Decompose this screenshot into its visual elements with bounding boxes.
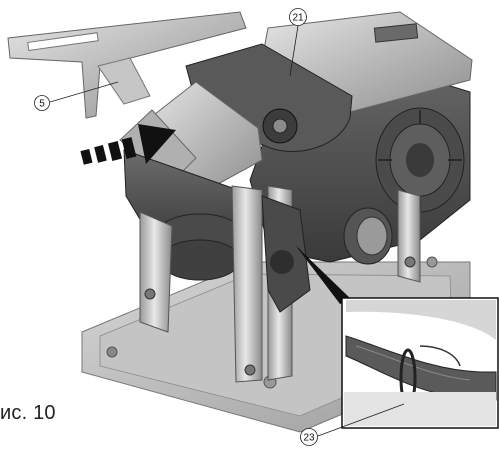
callout-5: 5 [34,81,119,111]
callout-23: 23 [300,403,405,446]
callout-label: 5 [39,99,45,110]
zoom-pointer-icon [296,246,352,304]
callout-label: 23 [303,433,315,444]
figure-caption: ис. 10 [0,402,56,424]
parallel-fence [7,11,247,119]
detail-inset [341,297,499,429]
screw-icon [426,256,438,268]
callout-21: 21 [289,8,307,77]
callout-label: 21 [292,13,304,24]
screw-icon [106,346,118,358]
feed-direction-arrow-icon [80,124,176,165]
